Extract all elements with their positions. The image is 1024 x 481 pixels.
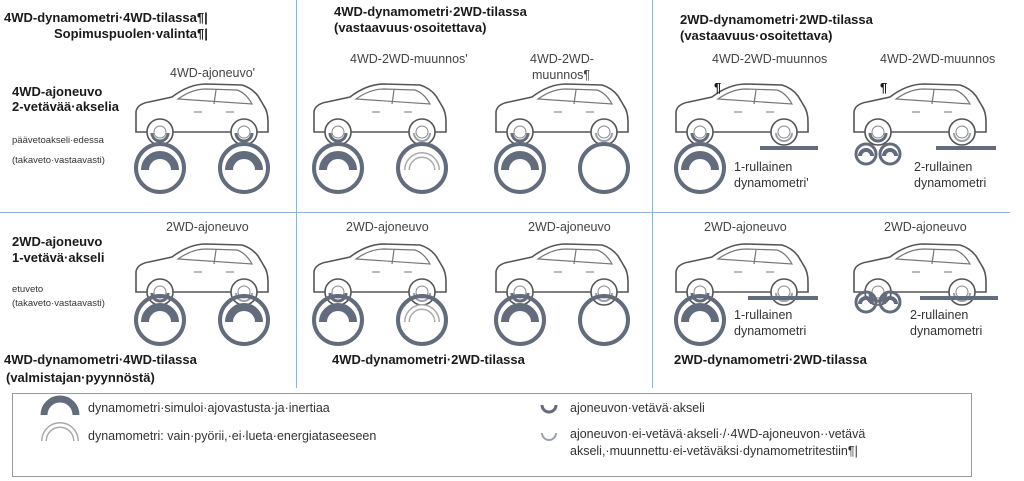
top-left-vehicle-label: 4WD-ajoneuvo' bbox=[170, 66, 256, 80]
roller-active-bottom-middle-1 bbox=[314, 296, 362, 344]
car-top-left bbox=[135, 83, 269, 146]
top-right-vehicle1-label: 4WD-2WD-muunnos bbox=[712, 52, 828, 66]
roller-active-top-middle-2 bbox=[496, 144, 544, 192]
bottom-left-footer-line2: (valmistajan·pyynnöstä) bbox=[6, 370, 155, 385]
bottom-middle-footer: 4WD-dynamometri·2WD-tilassa bbox=[332, 352, 525, 367]
car-top-right-2 bbox=[853, 83, 987, 146]
top-right-vehicle2-label: 4WD-2WD-muunnos bbox=[880, 52, 996, 66]
legend-item-driven-axle: ajoneuvon·vetävä·akseli bbox=[570, 401, 705, 415]
legend-icon-non-driven-axle bbox=[541, 432, 557, 441]
car-bottom-right-2 bbox=[853, 243, 987, 306]
car-top-middle-1 bbox=[313, 83, 447, 146]
grid-divider-horizontal bbox=[0, 212, 1010, 213]
top-right-dyn1-line1: 1-rullainen bbox=[734, 160, 793, 174]
bottom-right-dyn2-line1: 2-rullainen bbox=[910, 308, 969, 322]
car-top-middle-2 bbox=[495, 83, 629, 146]
bottom-left-vehicle-label: 2WD-ajoneuvo bbox=[166, 220, 249, 234]
top-middle-header-line1: 4WD-dynamometri·2WD-tilassa bbox=[334, 4, 527, 19]
bottom-right-dyn1-line2: dynamometri bbox=[734, 324, 807, 338]
roller-active-top-left-front bbox=[136, 144, 184, 192]
top-right-pilcrow-1: ¶ bbox=[714, 80, 722, 95]
top-right-dyn1-line2: dynamometri' bbox=[734, 176, 809, 190]
roller-active-top-right bbox=[676, 144, 724, 192]
legend-icon-active-roller bbox=[40, 395, 80, 416]
car-top-right-1 bbox=[675, 83, 809, 146]
floor-bar-bottom-right-2 bbox=[920, 296, 998, 300]
top-right-header-line2: (vastaavuus·osoitettava) bbox=[680, 28, 833, 43]
roller-active-bottom-right bbox=[676, 296, 724, 344]
legend-item-non-driven-axle-line1: ajoneuvon·ei-vetävä·akseli·/·4WD-ajoneuv… bbox=[570, 427, 866, 441]
bottom-right-vehicle2-label: 2WD-ajoneuvo bbox=[884, 220, 967, 234]
bottom-middle-vehicle2-label: 2WD-ajoneuvo bbox=[528, 220, 611, 234]
legend-icon-passive-roller bbox=[41, 422, 79, 442]
floor-bar-bottom-right-1 bbox=[748, 296, 818, 300]
grid-divider-vertical-2 bbox=[652, 0, 653, 388]
floor-bar-top-right-2 bbox=[936, 146, 996, 150]
roller-empty-top-middle-2 bbox=[578, 142, 630, 194]
floor-bar-top-right-1 bbox=[760, 146, 818, 150]
bottom-right-footer: 2WD-dynamometri·2WD-tilassa bbox=[674, 352, 867, 367]
top-right-header-line1: 2WD-dynamometri·2WD-tilassa bbox=[680, 12, 873, 27]
row-label-2wd-line2: 1-vetävä·akseli bbox=[12, 250, 105, 265]
top-middle-vehicle2-label-line2: muunnos¶ bbox=[532, 68, 591, 82]
roller-active-top-left-rear bbox=[220, 144, 268, 192]
bottom-middle-vehicle1-label: 2WD-ajoneuvo bbox=[346, 220, 429, 234]
bottom-right-vehicle1-label: 2WD-ajoneuvo bbox=[704, 220, 787, 234]
top-middle-vehicle1-label: 4WD-2WD-muunnos' bbox=[350, 52, 468, 66]
bottom-right-dyn1-line1: 1-rullainen bbox=[734, 308, 793, 322]
top-left-note-line1: päävetoakseli·edessa bbox=[12, 135, 104, 146]
roller-active-bottom-middle-2 bbox=[496, 296, 544, 344]
top-left-header-line2: Sopimuspuolen·valinta¶| bbox=[54, 26, 208, 41]
small-roller-top-right-b bbox=[878, 142, 902, 166]
top-middle-header-line2: (vastaavuus·osoitettava) bbox=[334, 20, 487, 35]
bottom-left-footer-line1: 4WD-dynamometri·4WD-tilassa bbox=[4, 352, 197, 367]
top-left-note-line2: (takaveto·vastaavasti) bbox=[12, 155, 105, 166]
top-left-header-line1: 4WD-dynamometri·4WD-tilassa¶| bbox=[4, 10, 208, 25]
legend-item-active-roller: dynamometri·simuloi·ajovastusta·ja·inert… bbox=[88, 401, 330, 415]
top-middle-vehicle2-label-line1: 4WD-2WD- bbox=[530, 52, 594, 66]
row-label-4wd-line1: 4WD-ajoneuvo bbox=[12, 84, 103, 99]
grid-divider-vertical-1 bbox=[296, 0, 297, 388]
bottom-left-note-line2: (takaveto·vastaavasti) bbox=[12, 298, 105, 309]
legend-item-passive-roller: dynamometri: vain·pyörii,·ei·lueta·energ… bbox=[88, 429, 377, 443]
legend-item-non-driven-axle-line2: akseli,·muunnettu·ei-vetäväksi·dynamomet… bbox=[570, 444, 858, 458]
bottom-left-note-line1: etuveto bbox=[12, 284, 44, 295]
roller-active-bottom-left-rear bbox=[220, 296, 268, 344]
row-label-2wd-line1: 2WD-ajoneuvo bbox=[12, 234, 103, 249]
legend-icon-driven-axle bbox=[540, 404, 558, 414]
top-right-dyn2-line1: 2-rullainen bbox=[914, 160, 973, 174]
bottom-right-dyn2-line2: dynamometri bbox=[910, 324, 983, 338]
legend-box bbox=[12, 393, 972, 477]
roller-passive-top-middle-1 bbox=[398, 144, 446, 192]
small-roller-top-right-a bbox=[854, 142, 878, 166]
row-label-4wd-line2: 2-vetävää·akselia bbox=[12, 99, 119, 114]
top-right-pilcrow-2: ¶ bbox=[880, 80, 888, 95]
top-right-dyn2-line2: dynamometri bbox=[914, 176, 987, 190]
roller-active-bottom-left-front bbox=[136, 296, 184, 344]
roller-active-top-middle-1 bbox=[314, 144, 362, 192]
